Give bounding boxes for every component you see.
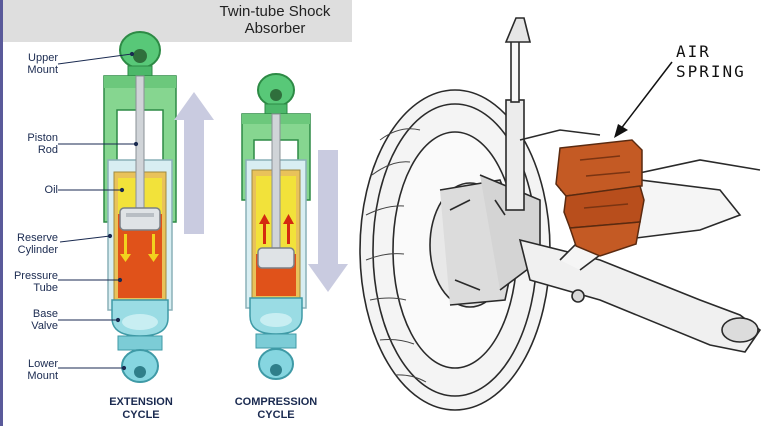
label-upper-mount: Upper Mount (27, 52, 58, 76)
extension-flow-arrows (120, 234, 159, 262)
label-oil: Oil (44, 184, 58, 196)
extension-motion-arrow (174, 92, 214, 234)
compression-piston (257, 247, 295, 269)
label-extension-cycle: EXTENSION CYCLE (109, 396, 173, 421)
label-compression-cycle: COMPRESSION CYCLE (234, 396, 318, 421)
diagram-title: Twin-tube Shock Absorber (219, 3, 331, 37)
strut-tube (505, 99, 525, 211)
label-leaders (57, 51, 139, 371)
air-spring (555, 139, 645, 257)
label-base-valve: Base Valve (31, 308, 58, 332)
compression-shock (241, 73, 311, 380)
air-spring-leader (619, 61, 673, 131)
compression-piston-rod (271, 113, 281, 255)
suspension-illustration (359, 17, 762, 411)
label-air-spring: AIR SPRING (676, 42, 746, 81)
label-reserve-cylinder: Reserve Cylinder (17, 232, 58, 256)
label-piston-rod: Piston Rod (27, 132, 58, 156)
compression-motion-arrow (308, 150, 348, 292)
label-lower-mount: Lower Mount (27, 358, 58, 382)
compression-flow-arrows (259, 214, 294, 244)
extension-shock (103, 31, 177, 383)
label-pressure-tube: Pressure Tube (13, 270, 58, 294)
title-band (0, 0, 352, 42)
extension-piston (119, 207, 161, 231)
left-border (0, 0, 3, 426)
